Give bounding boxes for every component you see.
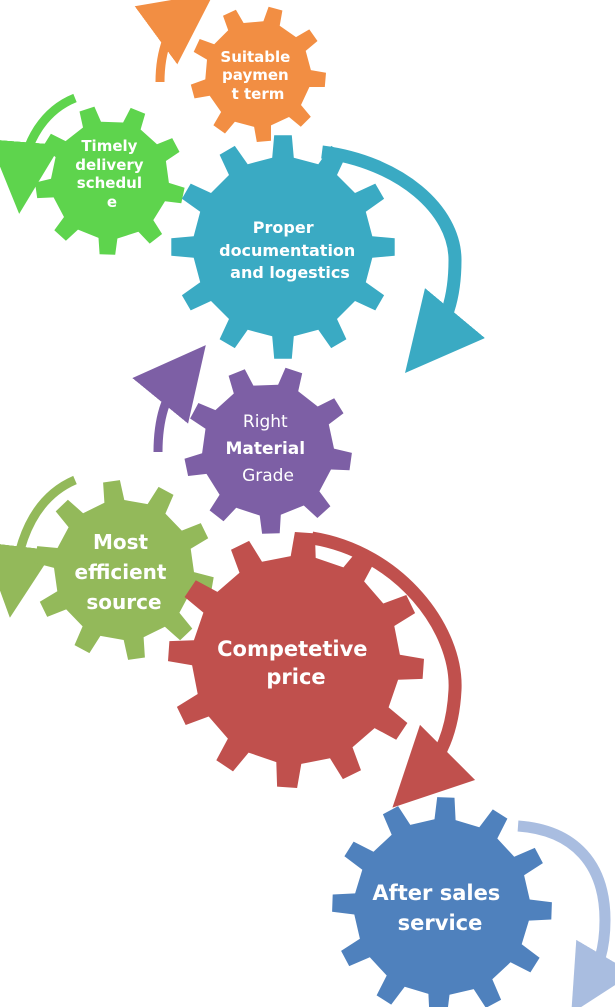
olive-cycle-arrow — [0, 475, 77, 618]
gear-label-most-efficient-source: Most efficient source — [75, 530, 174, 614]
gear-competetive-price: Competetive price — [168, 532, 424, 788]
gear-suitable-payment-term: Suitable paymen t term — [190, 6, 326, 142]
orange-cycle-arrow — [134, 0, 215, 83]
green-cycle-arrow — [0, 93, 77, 214]
teal-cycle-arrow — [321, 145, 485, 373]
gear-label-proper-documentation: Proper documentation and logestics — [219, 218, 361, 282]
gear-label-timely-delivery-schedule: Timely delivery schedul e — [75, 137, 149, 211]
purple-cycle-arrow — [132, 345, 206, 453]
gear-label-right-material-grade: Right Material Grade — [226, 412, 311, 486]
gear-proper-documentation: Proper documentation and logestics — [171, 135, 395, 359]
gear-timely-delivery-schedule: Timely delivery schedul e — [35, 106, 185, 255]
gear-label-competetive-price: Competetive price — [217, 637, 375, 689]
gear-right-material-grade: Right Material Grade — [184, 367, 352, 534]
gear-label-suitable-payment-term: Suitable paymen t term — [220, 48, 295, 103]
gear-after-sales-service: After sales service — [332, 797, 552, 1007]
gear-most-efficient-source: Most efficient source — [34, 480, 214, 660]
gear-label-after-sales-service: After sales service — [372, 881, 507, 935]
blue-cycle-arrow — [517, 820, 615, 1007]
